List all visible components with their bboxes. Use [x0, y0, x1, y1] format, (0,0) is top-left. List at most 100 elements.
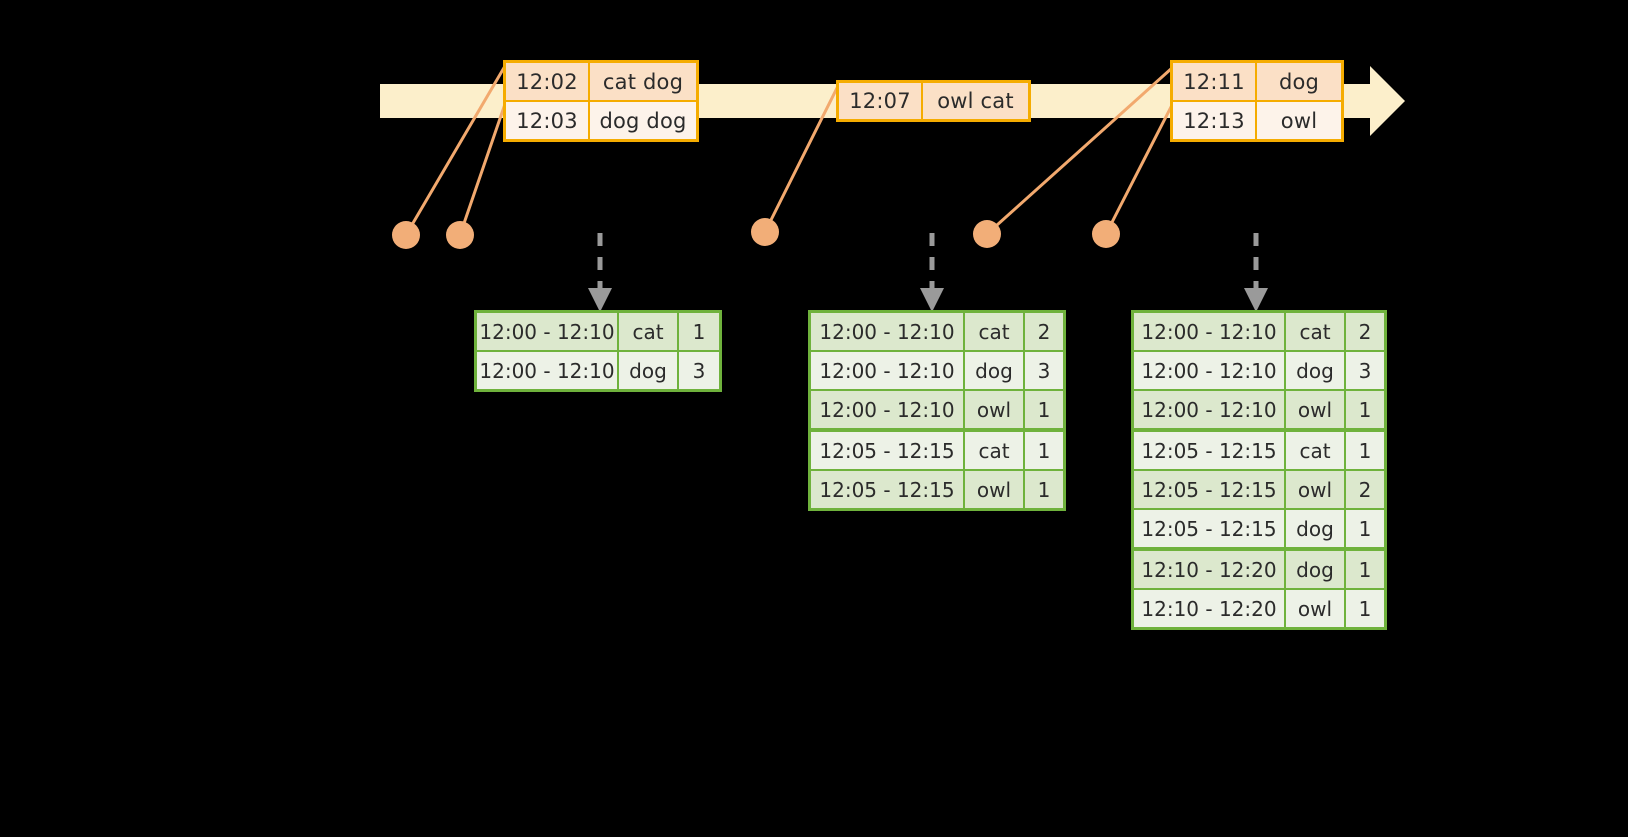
connector-dot-4: [973, 220, 1001, 248]
table-row: 12:00 - 12:10 dog 3: [1134, 352, 1384, 389]
event-row: 12:13 owl: [1173, 100, 1341, 139]
event-box-2[interactable]: 12:07 owl cat: [836, 80, 1031, 122]
connector-line-3: [763, 84, 840, 234]
cell-window: 12:00 - 12:10: [811, 313, 963, 350]
table-row: 12:10 - 12:20 owl 1: [1134, 590, 1384, 627]
cell-key: cat: [965, 313, 1023, 350]
cell-key: cat: [619, 313, 677, 350]
event-row: 12:11 dog: [1173, 63, 1341, 100]
cell-window: 12:10 - 12:20: [1134, 551, 1284, 588]
event-value: dog: [1257, 63, 1341, 100]
connector-dot-2: [446, 221, 474, 249]
event-value: owl: [1257, 102, 1341, 139]
cell-count: 2: [1346, 313, 1384, 350]
connector-line-2: [458, 102, 507, 237]
cell-key: cat: [1286, 313, 1344, 350]
cell-window: 12:05 - 12:15: [811, 471, 963, 508]
table-row: 12:00 - 12:10 dog 3: [477, 352, 719, 389]
cell-window: 12:00 - 12:10: [811, 352, 963, 389]
connector-dot-5: [1092, 220, 1120, 248]
connector-dot-3: [751, 218, 779, 246]
result-group: 12:00 - 12:10 cat 2 12:00 - 12:10 dog 3 …: [1134, 313, 1384, 428]
event-time: 12:07: [839, 83, 923, 119]
emit-arrow-2: [920, 233, 944, 312]
cell-window: 12:00 - 12:10: [477, 352, 617, 389]
cell-key: owl: [1286, 590, 1344, 627]
cell-count: 1: [1025, 391, 1063, 428]
emit-arrow-1: [588, 233, 612, 312]
table-row: 12:00 - 12:10 cat 1: [477, 313, 719, 350]
cell-key: cat: [1286, 432, 1344, 469]
cell-window: 12:00 - 12:10: [1134, 352, 1284, 389]
table-row: 12:00 - 12:10 dog 3: [811, 352, 1063, 389]
table-row: 12:00 - 12:10 cat 2: [811, 313, 1063, 350]
event-time: 12:02: [506, 63, 590, 100]
table-row: 12:00 - 12:10 cat 2: [1134, 313, 1384, 350]
cell-key: dog: [1286, 551, 1344, 588]
table-row: 12:00 - 12:10 owl 1: [1134, 391, 1384, 428]
event-box-3[interactable]: 12:11 dog 12:13 owl: [1170, 60, 1344, 142]
result-table-3[interactable]: 12:00 - 12:10 cat 2 12:00 - 12:10 dog 3 …: [1131, 310, 1387, 630]
emit-arrows: [588, 233, 1268, 312]
table-row: 12:05 - 12:15 cat 1: [811, 432, 1063, 469]
cell-window: 12:00 - 12:10: [1134, 313, 1284, 350]
cell-count: 1: [1346, 432, 1384, 469]
cell-window: 12:05 - 12:15: [1134, 432, 1284, 469]
event-value: cat dog: [590, 63, 696, 100]
cell-window: 12:05 - 12:15: [811, 432, 963, 469]
cell-count: 3: [679, 352, 719, 389]
cell-key: owl: [965, 391, 1023, 428]
result-group: 12:05 - 12:15 cat 1 12:05 - 12:15 owl 2 …: [1134, 432, 1384, 547]
cell-key: owl: [965, 471, 1023, 508]
result-group: 12:00 - 12:10 cat 1 12:00 - 12:10 dog 3: [477, 313, 719, 389]
result-table-1[interactable]: 12:00 - 12:10 cat 1 12:00 - 12:10 dog 3: [474, 310, 722, 392]
cell-count: 1: [1025, 471, 1063, 508]
cell-count: 3: [1025, 352, 1063, 389]
event-time: 12:11: [1173, 63, 1257, 100]
cell-count: 1: [1346, 590, 1384, 627]
table-row: 12:05 - 12:15 owl 2: [1134, 471, 1384, 508]
cell-count: 2: [1025, 313, 1063, 350]
cell-window: 12:00 - 12:10: [811, 391, 963, 428]
cell-window: 12:00 - 12:10: [1134, 391, 1284, 428]
event-time: 12:13: [1173, 102, 1257, 139]
cell-count: 1: [1025, 432, 1063, 469]
table-row: 12:05 - 12:15 dog 1: [1134, 510, 1384, 547]
connector-dot-1: [392, 221, 420, 249]
connector-dots: [392, 218, 1120, 249]
cell-key: dog: [1286, 510, 1344, 547]
cell-count: 2: [1346, 471, 1384, 508]
table-row: 12:10 - 12:20 dog 1: [1134, 551, 1384, 588]
event-row: 12:07 owl cat: [839, 83, 1028, 119]
cell-key: cat: [965, 432, 1023, 469]
cell-count: 1: [1346, 510, 1384, 547]
connector-line-5: [1104, 103, 1174, 236]
cell-key: owl: [1286, 391, 1344, 428]
cell-window: 12:05 - 12:15: [1134, 510, 1284, 547]
cell-key: dog: [619, 352, 677, 389]
cell-window: 12:10 - 12:20: [1134, 590, 1284, 627]
cell-count: 1: [679, 313, 719, 350]
table-row: 12:05 - 12:15 owl 1: [811, 471, 1063, 508]
event-row: 12:02 cat dog: [506, 63, 696, 100]
cell-count: 3: [1346, 352, 1384, 389]
emit-arrow-3: [1244, 233, 1268, 312]
event-box-1[interactable]: 12:02 cat dog 12:03 dog dog: [503, 60, 699, 142]
cell-key: dog: [965, 352, 1023, 389]
cell-count: 1: [1346, 391, 1384, 428]
cell-key: dog: [1286, 352, 1344, 389]
event-value: owl cat: [923, 83, 1028, 119]
table-row: 12:00 - 12:10 owl 1: [811, 391, 1063, 428]
event-value: dog dog: [590, 102, 696, 139]
event-row: 12:03 dog dog: [506, 100, 696, 139]
event-time: 12:03: [506, 102, 590, 139]
cell-key: owl: [1286, 471, 1344, 508]
result-group: 12:10 - 12:20 dog 1 12:10 - 12:20 owl 1: [1134, 551, 1384, 627]
cell-count: 1: [1346, 551, 1384, 588]
cell-window: 12:05 - 12:15: [1134, 471, 1284, 508]
table-row: 12:05 - 12:15 cat 1: [1134, 432, 1384, 469]
cell-window: 12:00 - 12:10: [477, 313, 617, 350]
result-table-2[interactable]: 12:00 - 12:10 cat 2 12:00 - 12:10 dog 3 …: [808, 310, 1066, 511]
result-group: 12:05 - 12:15 cat 1 12:05 - 12:15 owl 1: [811, 432, 1063, 508]
